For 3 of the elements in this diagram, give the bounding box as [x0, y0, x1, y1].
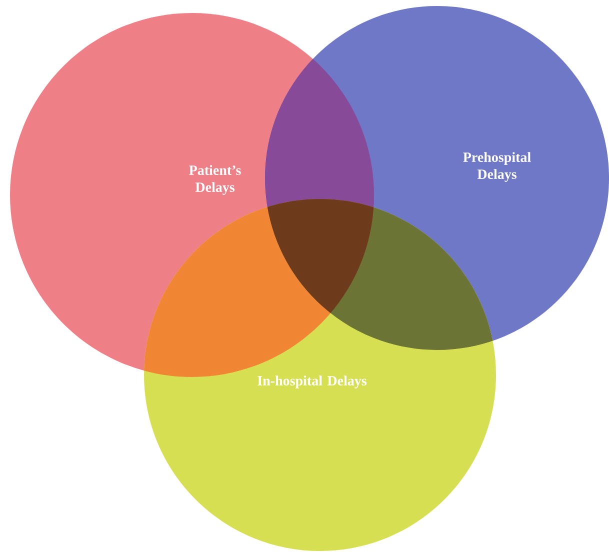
circle-label: Patient’s Delays	[189, 165, 241, 195]
circle-label: In-hospital Delays	[258, 376, 366, 388]
circle-label: Prehospital Delays	[463, 152, 531, 182]
